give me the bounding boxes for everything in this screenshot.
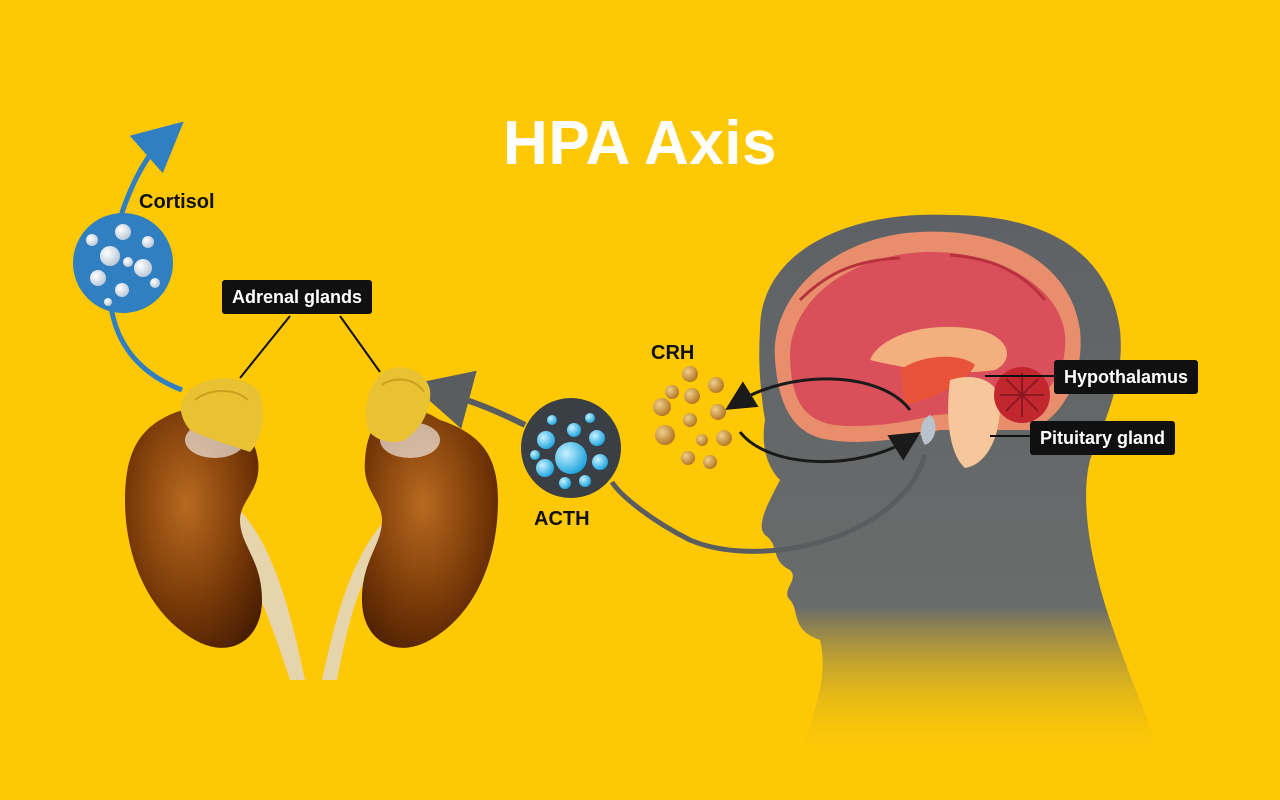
hypothalamus-label: Hypothalamus [1054,360,1199,394]
cortisol-label: Cortisol [139,191,215,213]
right-kidney [322,367,498,680]
left-kidney [125,378,305,680]
crh-to-pituitary-arrow [738,431,921,463]
pituitary-gland-label: Pituitary gland [1030,421,1176,455]
crh-particles [653,366,732,469]
diagram-title: HPA Axis [503,109,777,178]
acth-to-adrenal-arrow [411,370,527,429]
pituitary-to-acth-line [609,454,928,554]
hypothalamus-to-crh-arrow [725,377,912,411]
crh-label: CRH [651,342,695,364]
adrenal-leader-left [239,315,291,379]
cortisol-bubble [73,213,173,313]
acth-bubble [521,398,621,498]
adrenal-glands-label: Adrenal glands [222,280,373,314]
adrenal-leader-right [339,315,381,373]
acth-label: ACTH [534,508,590,530]
